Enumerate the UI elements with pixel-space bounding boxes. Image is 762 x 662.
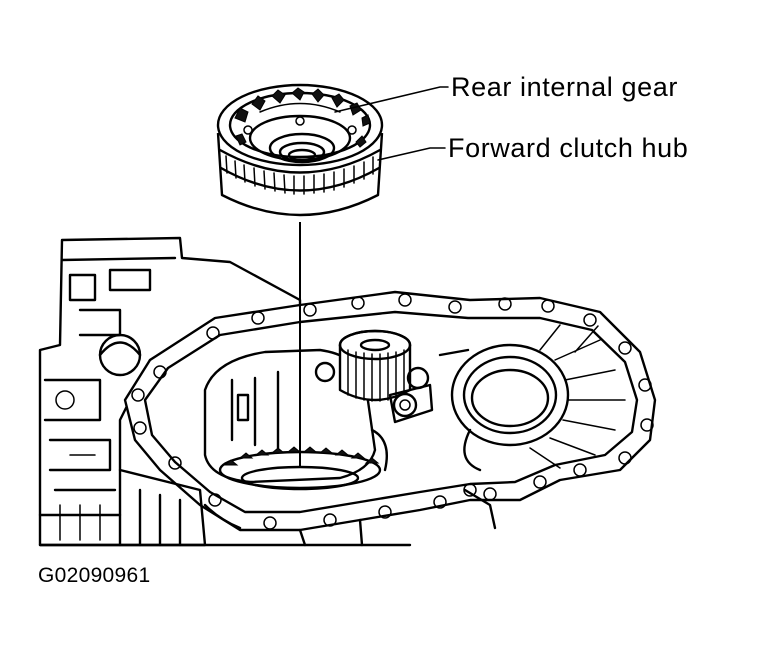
cavity-gear-teeth: [223, 446, 380, 466]
case-body: [38, 290, 657, 547]
leader-rear-internal-gear: [334, 86, 449, 113]
forward-clutch-hub: [218, 148, 382, 195]
rear-internal-gear-assembly: [216, 83, 384, 217]
differential-opening: [438, 324, 626, 472]
internal-gear-teeth: [234, 87, 371, 148]
hub-spline-teeth: [225, 155, 374, 195]
figure-id: G02090961: [38, 564, 150, 587]
flange-bolt-holes: [131, 293, 654, 530]
oil-pump-cylinder: [314, 329, 434, 424]
label-forward-clutch-hub: Forward clutch hub: [448, 133, 688, 163]
transaxle-case: [38, 236, 657, 547]
leader-lines: [334, 86, 449, 161]
label-rear-internal-gear: Rear internal gear: [451, 72, 678, 102]
leader-forward-clutch-hub: [377, 147, 446, 161]
